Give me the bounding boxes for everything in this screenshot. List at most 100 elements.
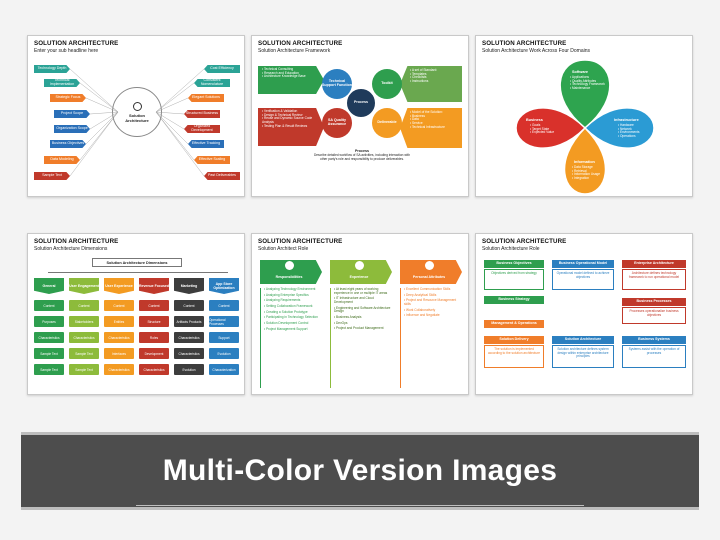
role-box-title: Business Strategy [484, 296, 544, 304]
list-item: • Data [410, 117, 419, 122]
grid-cell: Characteristics [104, 332, 134, 343]
model-box [400, 108, 462, 148]
list-item: • Model of the Solution: [410, 110, 443, 114]
grid-cell: Characteristics [69, 332, 99, 343]
inf-petal [583, 107, 655, 149]
list-item: • Design & Technical Review [262, 112, 303, 117]
connector-line [155, 82, 195, 113]
connector-line [155, 111, 185, 130]
list-item: • Goals [530, 123, 541, 127]
list-item: • Engineering and Software Architecture … [334, 305, 391, 314]
connector-line [155, 68, 205, 113]
column-list: • Excellent Communication Skills• Deep A… [400, 287, 462, 388]
list-item: • Service [410, 121, 423, 126]
process-title: Process [355, 149, 369, 153]
quality-assurance-circle: SA Quality Assurance [322, 108, 352, 138]
left-item-4: Project Scope [54, 110, 90, 118]
grid-cell: Characteristics [139, 364, 169, 375]
right-item-1: Cost Efficiency [204, 65, 240, 73]
role-box-text: Processes operationalize business object… [622, 307, 686, 324]
grid-cell: Sample Text [69, 348, 99, 359]
dimensions-header: Solution Architecture Dimensions [92, 258, 182, 267]
list-item: • Technical Infrastructure [410, 124, 445, 129]
column-header-5: Marketing [174, 278, 204, 294]
role-box-title: Solution Architecture [552, 336, 614, 344]
list-item: • Business [410, 113, 425, 118]
slide-subtitle: Solution Architecture Work Across Four D… [482, 48, 591, 54]
right-item-3: Elegant Solutions [188, 94, 224, 102]
infrastructure-list: • Hardware• Network• Environments• Opera… [618, 123, 652, 139]
connector-line [85, 97, 119, 113]
column-header-2: User Engagement [69, 278, 99, 294]
list-item: • Analyzing Requirements [264, 298, 301, 303]
grid-cell: Roles [139, 332, 169, 343]
list-item: • Technical Consulting [262, 67, 294, 71]
role-box-text: Systems assist with the operation of pro… [622, 345, 686, 368]
slide-thumbnail-2[interactable]: SOLUTION ARCHITECTURE Solution Architect… [251, 35, 469, 197]
information-list: • Data Storage• Retrieval• Information U… [572, 165, 608, 181]
process-description: Describe detailed workflow of SA activit… [313, 153, 411, 161]
banner-underline [136, 505, 584, 506]
slide-subtitle: Solution Architecture Role [482, 246, 540, 252]
role-box-text: Solution architecture defines system des… [552, 345, 614, 368]
user-icon [355, 261, 364, 270]
list-item: • Applications [570, 75, 590, 79]
grid-cell: Sample Text [69, 364, 99, 375]
technical-support-circle: Technical Support Function [322, 69, 352, 99]
connector-lines [69, 68, 205, 177]
list-item: • Project and Resource Management skills [404, 298, 457, 307]
left-item-5: Organization Scope [54, 125, 90, 133]
list-item: • Architecture Knowledge Base [262, 74, 306, 79]
grid-cell: Artifacts Products [174, 316, 204, 327]
role-box-title: Business Operational Model [552, 260, 614, 268]
list-item: • Research and Education [262, 70, 299, 75]
verification-box [258, 108, 324, 146]
grid-cell: Characteristics [34, 332, 64, 343]
role-box-title: Solution Delivery [484, 336, 544, 344]
grid-cell: Content [34, 300, 64, 311]
connector-line [69, 111, 119, 177]
connector-line [155, 97, 189, 113]
grid-cell: Stakeholders [69, 316, 99, 327]
slide-thumbnail-1[interactable]: SOLUTION ARCHITECTURE Enter your sub hea… [27, 35, 245, 197]
model-list: • Model of the Solution:• Business• Data… [410, 110, 460, 129]
information-title: Information [574, 160, 595, 164]
toolkit-circle: Toolkit [372, 69, 402, 99]
soft-petal [559, 59, 611, 129]
list-item: • Participating in Technology Selection [264, 315, 318, 320]
grid-cell: Development [139, 348, 169, 359]
grid-cell: Entities [104, 316, 134, 327]
slide-thumbnail-6[interactable]: SOLUTION ARCHITECTURE Solution Architect… [475, 233, 693, 395]
grid-cell: Characteristics [174, 332, 204, 343]
slide-thumbnail-4[interactable]: SOLUTION ARCHITECTURE Solution Architect… [27, 233, 245, 395]
list-item: • Creating a Solution Prototype [264, 309, 308, 314]
list-item: • Influence and Negotiate [404, 313, 440, 318]
list-item: • Project Management Support [264, 326, 308, 331]
grid-cell: Content [174, 300, 204, 311]
grid-cell: Characteristics [174, 348, 204, 359]
center-label: Solution Architecture [125, 112, 149, 123]
user-icon [285, 261, 294, 270]
software-list: • Applications• Quality Attributes• Tech… [570, 75, 610, 91]
left-item-7: Data Modeling [44, 156, 80, 164]
right-item-4: Structured Business [184, 110, 220, 118]
column-header-1: General [34, 278, 64, 294]
slide-thumbnail-5[interactable]: SOLUTION ARCHITECTURE Solution Architect… [251, 233, 469, 395]
version-banner: Multi-Color Version Images [21, 432, 699, 510]
column-title: Responsibilities [275, 275, 303, 279]
list-item: • Expected Value [530, 130, 555, 135]
slide-title: SOLUTION ARCHITECTURE [34, 238, 119, 245]
list-item: • Verification & Validation [262, 109, 298, 113]
list-item: • Hardware [618, 123, 634, 127]
grid-cell: Sample Text [34, 364, 64, 375]
slide-thumbnail-3[interactable]: SOLUTION ARCHITECTURE Solution Architect… [475, 35, 693, 197]
list-item: • Analyzing Technology Environment [264, 287, 316, 291]
column-list: • At least eight years of working experi… [330, 287, 392, 388]
header-connector [48, 272, 228, 273]
center-circle: Solution Architecture [112, 87, 162, 137]
list-item: • DevOps [334, 320, 348, 325]
list-item: • Retrieval [572, 168, 587, 173]
list-item: • Data Storage [572, 165, 593, 169]
list-item: • Checklists [410, 75, 427, 80]
list-item: • Network [618, 126, 632, 131]
